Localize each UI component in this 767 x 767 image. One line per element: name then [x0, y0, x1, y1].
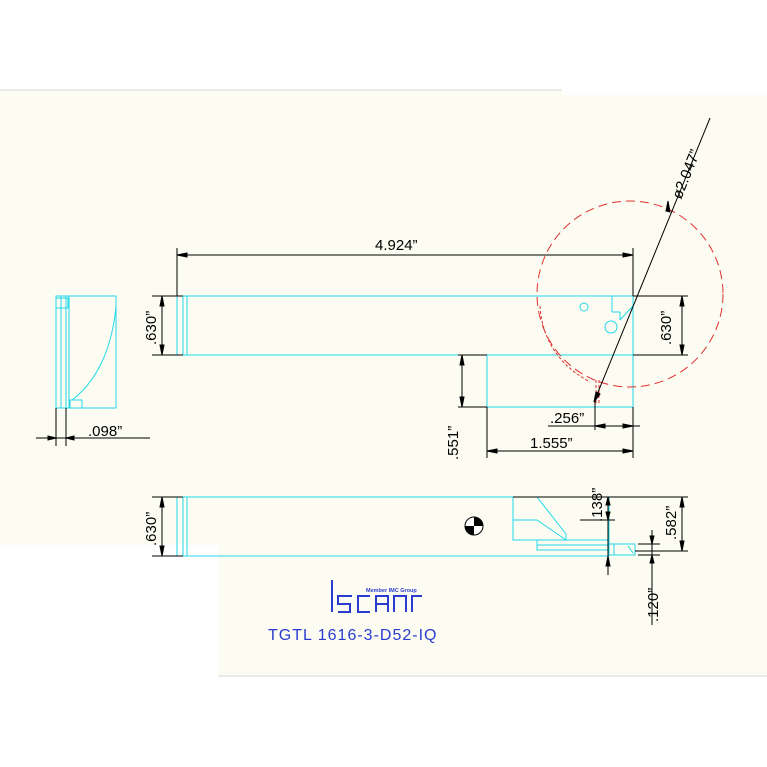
dim-630-left-label: .630” — [143, 311, 160, 345]
dim-1555-label: 1.555” — [530, 435, 573, 452]
front-view — [176, 496, 636, 557]
dim-630-bottom — [152, 496, 183, 557]
dim-630-bottom-label: .630” — [143, 512, 160, 546]
dim-551-label: .551” — [445, 426, 462, 460]
dim-630-left — [152, 295, 183, 356]
dim-120 — [605, 520, 660, 625]
dim-120-label: .120” — [645, 588, 662, 622]
dim-256 — [548, 396, 640, 458]
center-of-gravity-symbol — [464, 516, 484, 536]
dim-diameter — [593, 117, 711, 403]
dim-138-label: .138” — [589, 488, 606, 522]
drawing-sheet — [0, 90, 767, 676]
dim-1555 — [486, 407, 634, 458]
dim-582-label: .582” — [663, 506, 680, 540]
dim-4924-label: 4.924” — [375, 237, 418, 254]
part-number: TGTL 1616-3-D52-IQ — [268, 627, 437, 644]
cutting-diameter-circle — [536, 200, 724, 388]
side-view — [55, 295, 117, 409]
dim-630-right — [633, 295, 688, 356]
member-imc-text: Member IMC Group — [366, 588, 417, 594]
dim-551 — [458, 354, 487, 408]
dim-630-right-label: .630” — [658, 311, 675, 345]
dim-098-label: .098” — [88, 423, 122, 440]
dim-4924 — [176, 248, 634, 296]
dim-098 — [36, 408, 150, 446]
dim-138 — [513, 496, 688, 521]
iscar-logo — [331, 580, 422, 613]
dim-256-label: .256” — [550, 410, 584, 427]
dim-582 — [635, 496, 688, 552]
